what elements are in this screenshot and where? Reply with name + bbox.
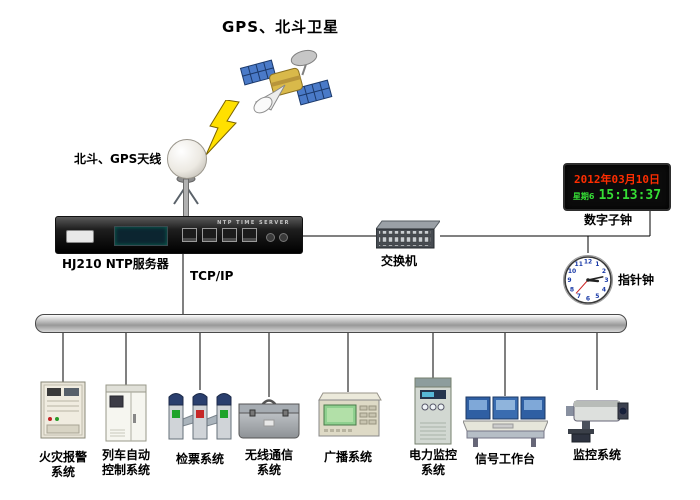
satellite-horn [253, 84, 286, 114]
second-hand [575, 279, 589, 294]
train-control-device-icon [105, 384, 147, 442]
system-label-signal-workstation: 信号工作台 [474, 452, 535, 466]
ntp-server-device: NTP TIME SERVER [55, 216, 303, 254]
server-ethernet-ports [182, 228, 257, 242]
svg-text:11: 11 [575, 261, 583, 268]
satellite-icon [239, 49, 333, 114]
power-monitor-device-icon [414, 377, 452, 445]
system-label-wireless-comm: 无线通信 系统 [244, 448, 293, 477]
satellite-body [269, 67, 303, 97]
svg-text:10: 10 [568, 268, 576, 275]
tcpip-label: TCP/IP [190, 269, 234, 283]
signal-workstation-device-icon [463, 396, 548, 447]
system-label-ticket-gate: 检票系统 [175, 452, 224, 466]
antenna-stand [173, 175, 199, 218]
svg-text:7: 7 [577, 293, 581, 300]
satellite-title: GPS、北斗卫星 [222, 18, 340, 36]
system-label-monitoring: 监控系统 [572, 448, 621, 462]
svg-text:3: 3 [604, 277, 608, 284]
network-bus-bar [35, 314, 627, 333]
satellite-dish [290, 49, 318, 76]
analog-clock-label: 指针钟 [618, 273, 655, 287]
broadcast-device-icon [318, 392, 382, 437]
satellite-panel-right [295, 79, 333, 106]
svg-text:4: 4 [602, 286, 606, 293]
digital-clock-time: 15:13:37 [598, 188, 662, 203]
lightning-icon [205, 100, 240, 156]
server-panel-text: NTP TIME SERVER [217, 220, 290, 226]
svg-text:8: 8 [570, 286, 574, 293]
digital-clock-week: 星期6 [572, 192, 595, 201]
digital-clock-label: 数字子钟 [584, 213, 633, 227]
minute-hand [587, 276, 604, 281]
svg-text:12: 12 [584, 259, 592, 266]
server-lcd-display [114, 226, 168, 246]
svg-text:5: 5 [595, 293, 599, 300]
server-buttons [266, 233, 288, 242]
server-logo [66, 230, 94, 243]
satellite-panel-left [239, 59, 277, 86]
fire-alarm-device-icon [40, 381, 86, 439]
system-label-fire-alarm: 火灾报警 系统 [38, 450, 87, 479]
switch-label: 交换机 [381, 254, 418, 268]
server-label: HJ210 NTP服务器 [62, 257, 169, 271]
svg-text:9: 9 [567, 277, 571, 284]
cctv-camera-device-icon [566, 400, 629, 443]
gps-antenna-dome-icon [167, 139, 207, 179]
digital-clock-device: 2012年03月10日 星期6 15:13:37 [563, 163, 671, 211]
ticket-gate-device-icon [168, 393, 232, 440]
digital-clock-date: 2012年03月10日 [574, 173, 660, 186]
system-label-train-control: 列车自动 控制系统 [101, 448, 150, 477]
system-label-broadcast: 广播系统 [323, 450, 372, 464]
svg-text:2: 2 [602, 268, 606, 275]
network-switch-device [376, 220, 440, 249]
system-label-power-monitor: 电力监控 系统 [408, 448, 457, 477]
wireless-comm-device-icon [238, 399, 300, 439]
antenna-label: 北斗、GPS天线 [74, 152, 162, 166]
svg-text:1: 1 [595, 261, 599, 268]
svg-text:6: 6 [586, 296, 590, 303]
